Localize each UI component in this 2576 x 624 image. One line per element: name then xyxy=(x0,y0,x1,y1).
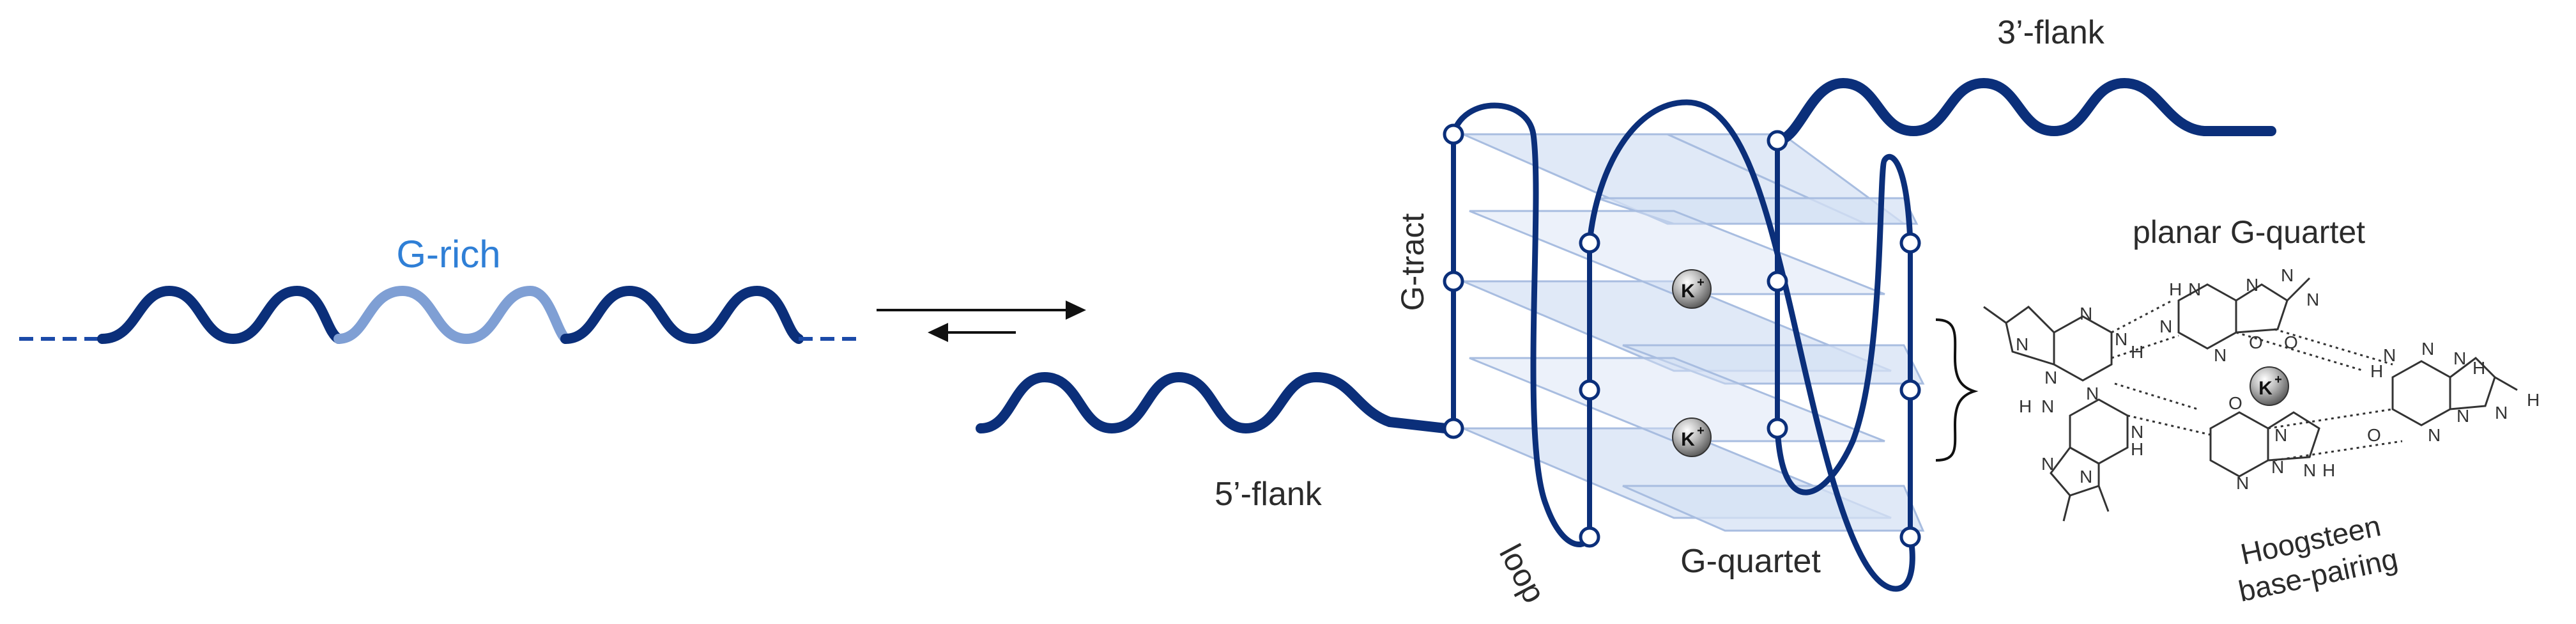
svg-text:N: N xyxy=(2428,425,2441,445)
svg-text:N: N xyxy=(2383,345,2396,365)
three-flank-label: 3’-flank xyxy=(1997,14,2105,51)
five-prime-flank xyxy=(976,371,1462,435)
svg-text:H: H xyxy=(2322,460,2335,480)
hoogsteen-label: Hoogsteen base-pairing xyxy=(2235,509,2400,608)
junction-marker xyxy=(1443,123,1464,145)
junction-marker xyxy=(1579,526,1600,548)
svg-text:N: N xyxy=(2086,384,2099,403)
svg-text:N: N xyxy=(2457,406,2469,426)
svg-text:N: N xyxy=(2246,275,2258,295)
svg-text:N: N xyxy=(2016,334,2028,354)
junction-marker xyxy=(1899,526,1921,548)
g-rich-label: G-rich xyxy=(396,233,500,276)
strand-wave-light xyxy=(334,285,571,345)
junction-marker xyxy=(1443,270,1464,292)
svg-text:H: H xyxy=(2019,396,2032,416)
ion-symbol: K xyxy=(1681,281,1695,302)
svg-text:N: N xyxy=(2453,348,2466,368)
svg-text:N: N xyxy=(2041,396,2054,416)
svg-text:N: N xyxy=(2274,425,2287,445)
potassium-ion-lower: K + xyxy=(1672,417,1712,457)
junction-marker xyxy=(1767,270,1788,292)
potassium-ion-upper: K + xyxy=(1672,269,1712,309)
equilibrium-arrows-icon xyxy=(877,300,1086,342)
svg-text:O: O xyxy=(2249,332,2263,352)
junction-marker xyxy=(1579,232,1600,254)
junction-markers xyxy=(1443,123,1921,548)
junction-marker xyxy=(1767,417,1788,439)
strand-wave-dark-2 xyxy=(560,285,804,345)
svg-text:N: N xyxy=(2214,345,2227,365)
loop-1 xyxy=(1450,102,1593,547)
svg-text:N: N xyxy=(2236,473,2249,493)
g-quartet-structure xyxy=(1983,277,2518,522)
svg-text:O: O xyxy=(2284,332,2298,352)
g-tract-label: G-tract xyxy=(1395,214,1430,311)
ion-symbol: K xyxy=(2258,378,2273,399)
planar-g-quartet-title: planar G-quartet xyxy=(2133,214,2365,250)
junction-marker xyxy=(1443,417,1464,439)
svg-text:H: H xyxy=(2472,358,2485,378)
loop-label: loop xyxy=(1492,538,1552,609)
svg-text:N: N xyxy=(2421,339,2434,359)
svg-text:N: N xyxy=(2080,467,2092,487)
svg-text:H: H xyxy=(2131,342,2143,362)
svg-text:N: N xyxy=(2306,290,2319,309)
svg-text:N: N xyxy=(2080,304,2092,324)
svg-text:N: N xyxy=(2159,316,2172,336)
svg-text:O: O xyxy=(2367,425,2381,445)
ion-symbol: K xyxy=(1681,429,1695,450)
loop-3 xyxy=(1774,153,1913,495)
hoogsteen-hydrogen-bonds xyxy=(2111,299,2403,462)
junction-marker xyxy=(1899,379,1921,401)
svg-text:N: N xyxy=(2188,279,2201,299)
svg-text:H: H xyxy=(2169,279,2182,299)
svg-text:N: N xyxy=(2041,454,2054,474)
svg-text:H: H xyxy=(2527,390,2540,410)
svg-text:H: H xyxy=(2370,361,2383,381)
g-rich-strand xyxy=(19,285,856,345)
junction-marker xyxy=(1579,379,1600,401)
svg-text:N: N xyxy=(2271,457,2284,477)
junction-marker xyxy=(1899,232,1921,254)
curly-brace-icon xyxy=(1935,318,1979,462)
svg-text:H: H xyxy=(2131,439,2143,459)
svg-text:N: N xyxy=(2495,403,2508,423)
svg-text:N: N xyxy=(2303,460,2316,480)
five-flank-label: 5’-flank xyxy=(1215,476,1322,513)
svg-text:N: N xyxy=(2281,265,2294,285)
strand-wave-dark-1 xyxy=(97,285,344,345)
ion-charge: + xyxy=(1697,424,1705,438)
svg-text:N: N xyxy=(2044,368,2057,387)
junction-marker xyxy=(1767,130,1788,152)
svg-text:O: O xyxy=(2228,393,2242,413)
g-quartet-label: G-quartet xyxy=(1680,543,1821,580)
ion-charge: + xyxy=(1697,276,1705,290)
atom-labels: H N N O O N N N N N N H H N N N H N N O … xyxy=(2016,265,2540,493)
three-prime-flank xyxy=(1774,77,2276,146)
svg-text:N: N xyxy=(2131,422,2143,442)
potassium-ion-planar: K + xyxy=(2250,366,2289,406)
ion-charge: + xyxy=(2274,373,2282,387)
svg-text:N: N xyxy=(2115,329,2128,349)
